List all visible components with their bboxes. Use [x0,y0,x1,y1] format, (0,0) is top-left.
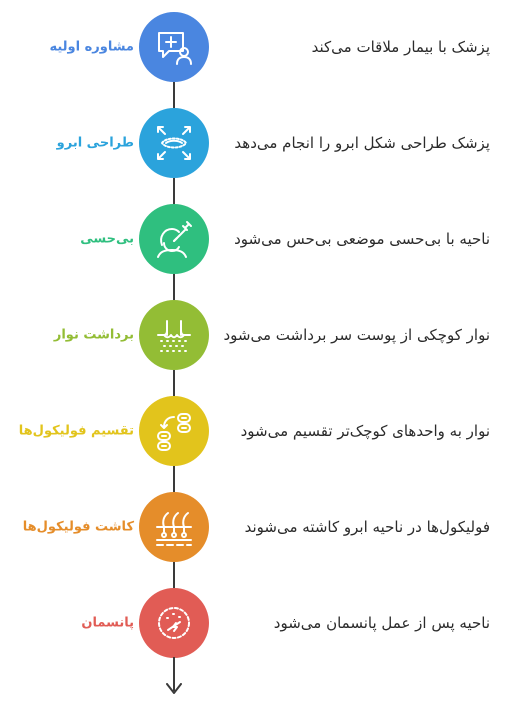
step-follicle-implant: کاشت فولیکول‌ها فولیکول‌ها در ناحیه ابرو… [0,492,520,562]
step-description: پزشک با بیمار ملاقات می‌کند [311,38,490,56]
step-bandage: پانسمان ناحیه پس از عمل پانسمان می‌شود [0,588,520,658]
step-follicle-division: تقسیم فولیکول‌ها نوار به واحدهای کوچک‌تر… [0,396,520,466]
bandage-face-icon [158,607,190,639]
follicle-division-icon [157,413,191,451]
connector-line [173,657,175,691]
arrow-down-icon [166,683,182,694]
step-title: مشاوره اولیه [49,39,134,55]
connector-line [173,562,175,588]
step-consultation: مشاوره اولیه پزشک با بیمار ملاقات می‌کند [0,12,520,82]
step-anesthesia: بی‌حسی ناحیه با بی‌حسی موضعی بی‌حس می‌شو… [0,204,520,274]
connector-line [173,178,175,204]
step-circle [139,108,209,178]
step-circle [139,492,209,562]
eyebrow-design-icon [157,126,191,160]
step-circle [139,300,209,370]
step-title: برداشت نوار [53,327,134,343]
step-eyebrow-design: طراحی ابرو پزشک طراحی شکل ابرو را انجام … [0,108,520,178]
step-description: ناحیه پس از عمل پانسمان می‌شود [273,614,490,632]
connector-line [173,274,175,300]
step-title: تقسیم فولیکول‌ها [18,423,134,439]
step-description: ناحیه با بی‌حسی موضعی بی‌حس می‌شود [234,230,490,248]
step-title: پانسمان [81,615,134,631]
step-title: طراحی ابرو [56,135,134,151]
connector-line [173,466,175,492]
step-description: پزشک طراحی شکل ابرو را انجام می‌دهد [234,134,490,152]
step-circle [139,588,209,658]
connector-line [173,370,175,396]
step-circle [139,204,209,274]
doctor-consultation-icon [158,32,192,65]
anesthesia-syringe-icon [157,221,192,258]
step-circle [139,12,209,82]
step-title: بی‌حسی [80,231,134,247]
step-description: فولیکول‌ها در ناحیه ابرو کاشته می‌شوند [244,518,490,536]
step-circle [139,396,209,466]
step-strip-harvest: برداشت نوار نوار کوچکی از پوست سر برداشت… [0,300,520,370]
skin-strip-icon [157,320,191,352]
step-description: نوار به واحدهای کوچک‌تر تقسیم می‌شود [240,422,490,440]
follicle-implant-icon [156,512,192,546]
connector-line [173,82,175,108]
step-description: نوار کوچکی از پوست سر برداشت می‌شود [223,326,491,344]
step-title: کاشت فولیکول‌ها [22,519,134,535]
